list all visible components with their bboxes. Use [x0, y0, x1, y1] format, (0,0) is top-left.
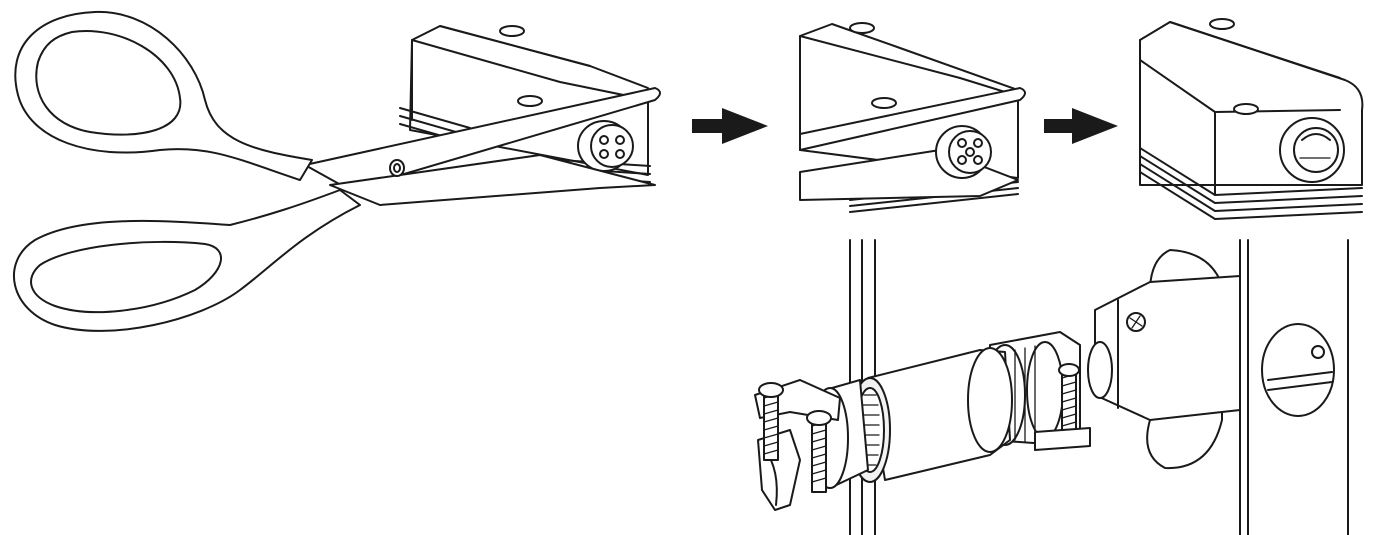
enclosure-box-3 — [1139, 18, 1364, 220]
arrow-right-icon — [1044, 108, 1118, 144]
step-1-panel — [12, 10, 661, 332]
clamp-screw-left — [758, 382, 784, 461]
knockout-hole — [1261, 323, 1335, 417]
step-2-panel — [799, 22, 1026, 213]
conduit-tube — [849, 347, 1013, 483]
grommet-plug-cut — [935, 125, 992, 179]
open-port-icon — [1279, 117, 1345, 183]
enclosure-end — [1087, 275, 1241, 421]
step-3-panel — [1139, 18, 1364, 220]
scissors-icon — [12, 10, 661, 332]
clamp-screw-right — [1034, 363, 1091, 451]
arrow-right-icon — [692, 108, 768, 144]
detail-panel — [754, 239, 1349, 535]
clamp-screw-center — [806, 410, 832, 493]
grommet-plug — [577, 120, 634, 172]
